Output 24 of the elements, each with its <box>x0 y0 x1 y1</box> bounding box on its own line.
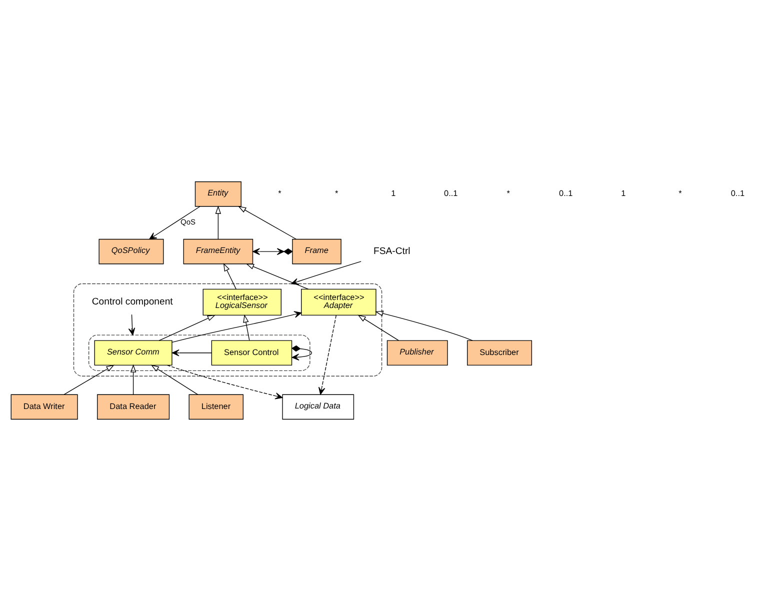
arrow <box>252 248 293 254</box>
arrow <box>149 206 200 239</box>
edge-label: QoS <box>180 217 196 226</box>
arrow <box>172 310 302 342</box>
arrow <box>238 206 296 239</box>
node-text: Control component <box>92 296 173 308</box>
arrow <box>158 314 216 340</box>
arrow <box>375 310 473 340</box>
arrow <box>223 262 236 289</box>
cluster <box>73 282 382 376</box>
arrow <box>166 364 283 399</box>
arrow <box>215 205 222 240</box>
arrow <box>291 260 362 284</box>
arrow <box>358 314 399 340</box>
arrow <box>172 348 212 356</box>
arrow <box>130 364 136 394</box>
arrow <box>64 364 114 394</box>
arrow <box>318 314 337 394</box>
arrow <box>246 263 309 289</box>
arrow <box>150 364 198 394</box>
arrow <box>291 344 312 360</box>
arrow <box>243 314 250 340</box>
node-text: FSA-Ctrl <box>374 246 410 257</box>
arrow <box>128 314 136 335</box>
